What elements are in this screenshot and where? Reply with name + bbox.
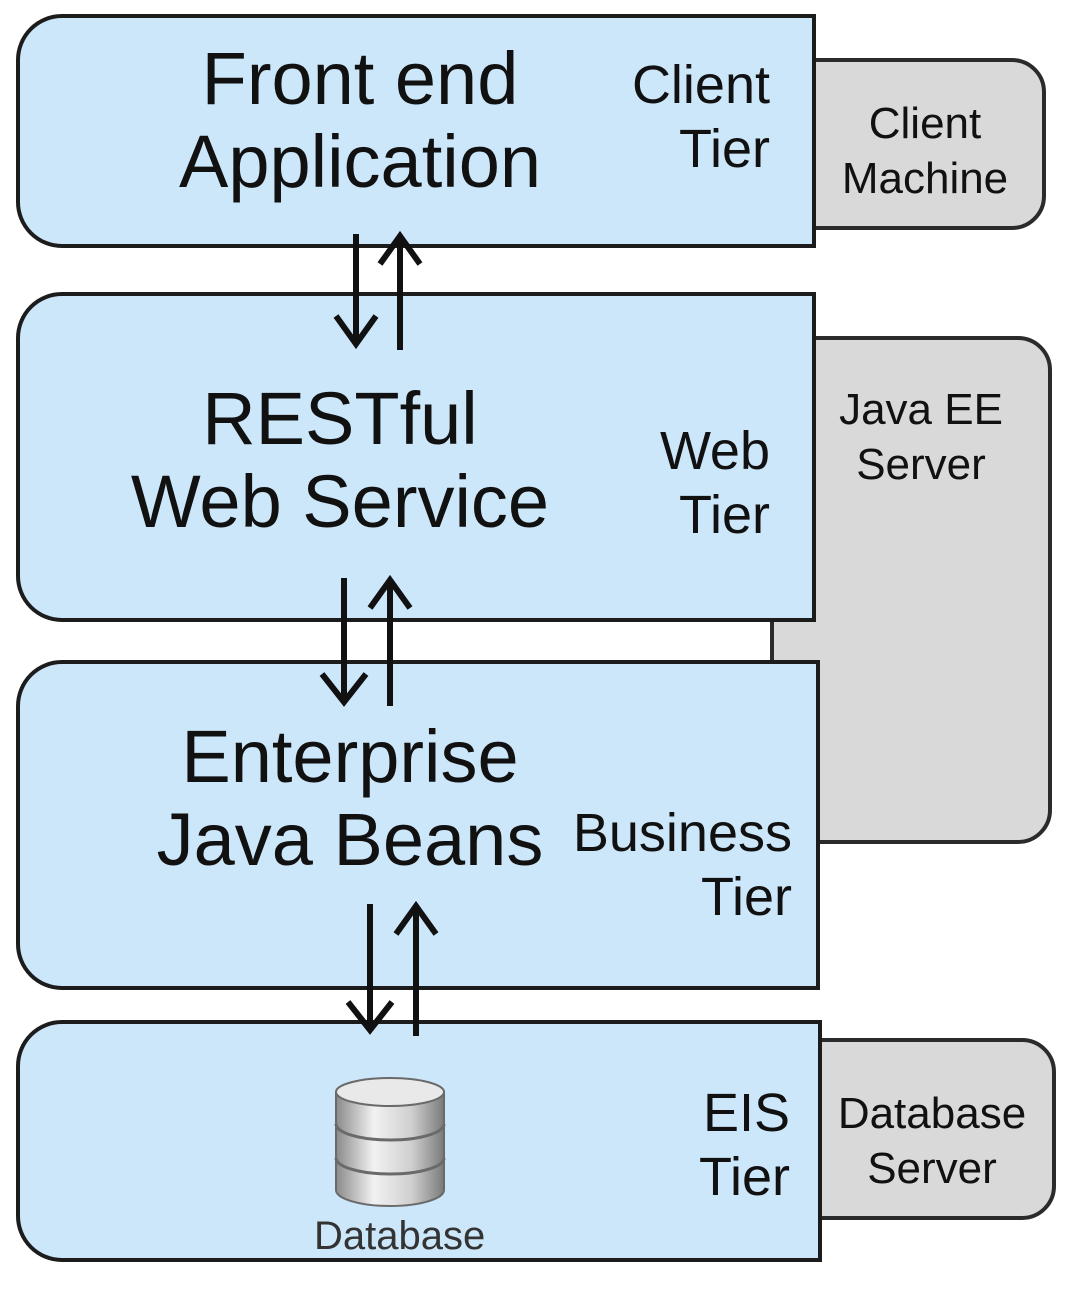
client-machine-label: Client Machine [818,96,1032,206]
business-tier-line-1: Business [572,803,792,863]
database-icon [334,1077,446,1207]
web-main-line-2: Web Service [130,459,550,543]
business-tier-label: Business Tier [560,802,792,929]
client-machine-line-2: Machine [841,154,1009,203]
down-arrowhead-business-eis [345,1000,395,1035]
web-tier-component-label: RESTful Web Service [100,377,580,544]
down-arrowhead-web-business [319,672,369,707]
client-web-arrows [333,230,423,350]
client-main-line-2: Application [178,119,541,203]
business-main-line-1: Enterprise [181,715,519,798]
database-server-line-1: Database [837,1089,1027,1138]
web-tier-label: Web Tier [580,420,770,547]
web-tier-box [16,292,816,622]
client-tier-label: Client Tier [580,54,770,181]
database-server-line-2: Server [867,1144,997,1193]
web-main-line-1: RESTful [202,377,478,460]
up-arrowhead-client-web [377,230,423,266]
database-caption: Database [314,1214,486,1258]
java-ee-line-1: Java EE [839,385,1003,434]
business-tier-line-2: Tier [701,866,792,927]
eis-tier-line-2: Tier [699,1146,790,1207]
client-main-line-1: Front end [201,37,519,120]
down-arrowhead-client-web [333,314,379,350]
business-main-line-2: Java Beans [156,797,544,881]
client-machine-line-1: Client [868,99,982,148]
client-tier-component-label: Front end Application [120,37,600,204]
eis-tier-label: EIS Tier [620,1082,790,1209]
database-server-label: Database Server [822,1086,1042,1196]
web-business-arrows [319,574,413,707]
client-tier-line-2: Tier [679,118,770,179]
client-tier-line-1: Client [631,55,770,115]
up-arrowhead-business-eis [393,900,439,936]
business-eis-arrows [345,900,439,1036]
java-ee-server-label: Java EE Server [818,382,1024,492]
eis-tier-line-1: EIS [702,1083,790,1143]
up-arrowhead-web-business [367,574,413,610]
client-machine-box [770,58,1046,230]
web-tier-line-1: Web [659,421,770,481]
business-tier-component-label: Enterprise Java Beans [120,715,580,882]
java-ee-line-2: Server [856,440,986,489]
client-tier-box [16,14,816,248]
web-tier-line-2: Tier [679,484,770,545]
